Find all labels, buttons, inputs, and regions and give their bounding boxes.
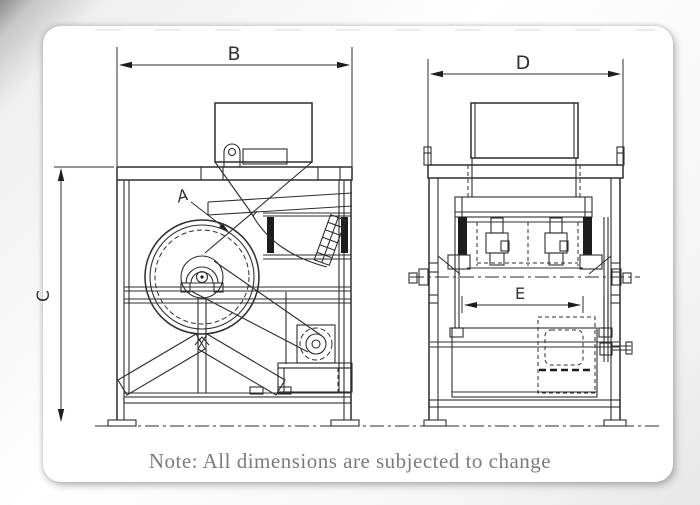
dimension-c: C <box>34 166 114 422</box>
splitter-front <box>117 333 286 396</box>
adjuster-block <box>599 342 613 356</box>
flange-plate <box>447 254 471 270</box>
dimension-e-label: E <box>515 284 525 303</box>
hidden-motor-body <box>544 329 584 366</box>
pole-bar <box>341 217 348 253</box>
hopper-front <box>204 102 313 254</box>
side-bracket <box>423 146 432 166</box>
drawing-card <box>43 26 673 482</box>
arrowhead <box>337 61 350 69</box>
feeder-front <box>207 192 353 268</box>
bearing-bolt <box>544 217 569 266</box>
bottom-rail <box>428 399 621 408</box>
table-top <box>427 164 624 179</box>
arrowhead <box>568 302 581 308</box>
arrowhead <box>430 70 443 78</box>
machine-frame-front <box>107 166 360 427</box>
collection-box-side <box>451 295 633 398</box>
arrowhead <box>608 70 621 78</box>
shaft-nut <box>622 272 632 284</box>
front-view: B C <box>34 43 360 427</box>
table-top <box>116 166 353 181</box>
arrowhead <box>219 223 229 232</box>
motor-platform <box>277 362 353 369</box>
belt-line <box>190 290 309 353</box>
foot-pad <box>423 419 447 427</box>
hopper-shelf <box>242 148 288 165</box>
hub-foot <box>180 282 191 293</box>
brace <box>588 255 612 275</box>
dimension-b: B <box>116 43 353 166</box>
foot-pad <box>107 419 137 427</box>
arrowhead <box>57 168 65 181</box>
dimension-d: D <box>427 52 624 164</box>
adjuster-nut <box>625 341 633 355</box>
machine-frame-side <box>423 146 627 427</box>
foot-pad <box>603 419 627 427</box>
pole-bar <box>267 217 274 253</box>
hopper-side <box>467 102 581 197</box>
drum-axle <box>195 270 209 284</box>
drum-end-cap <box>458 217 467 255</box>
splitter-apex <box>194 336 210 346</box>
splitter-board <box>117 333 206 396</box>
shaft-nut <box>408 272 418 284</box>
note-text: Note: All dimensions are subjected to ch… <box>149 449 551 473</box>
dimension-b-label: B <box>227 43 240 65</box>
label-a: A <box>174 185 191 207</box>
arrowhead <box>464 302 477 308</box>
dimension-d-label: D <box>516 52 531 74</box>
lug-hole <box>227 147 237 157</box>
arrowhead <box>57 409 65 422</box>
mount-block <box>249 386 264 395</box>
shaft-side <box>408 268 640 286</box>
guide-foot <box>598 327 613 338</box>
side-bracket <box>616 146 625 166</box>
dimension-c-label: C <box>34 290 54 302</box>
hub-foot <box>213 282 224 293</box>
motor-housing <box>296 324 336 364</box>
bottom-rail <box>123 396 352 404</box>
foot-pad <box>330 419 360 427</box>
funnel-guide-plate <box>204 161 313 254</box>
hinge-lug <box>223 143 241 167</box>
drum-front <box>144 219 260 393</box>
brace <box>437 255 461 275</box>
bearing-bolt <box>485 217 510 266</box>
splitter-board <box>197 333 286 396</box>
hidden-motor-outline <box>537 316 596 394</box>
flange-plate <box>579 254 603 270</box>
drum-hub <box>180 255 224 299</box>
dimension-e: E <box>461 284 584 313</box>
drum-side <box>437 216 612 275</box>
discharge-chute <box>313 214 347 266</box>
side-view: D <box>408 52 640 427</box>
belt-line <box>213 260 323 337</box>
arrowhead <box>119 61 132 69</box>
deflector-curve <box>251 213 328 268</box>
motor-pulley <box>305 333 327 355</box>
drum-end-cap <box>583 217 592 255</box>
tray-side <box>454 196 593 218</box>
